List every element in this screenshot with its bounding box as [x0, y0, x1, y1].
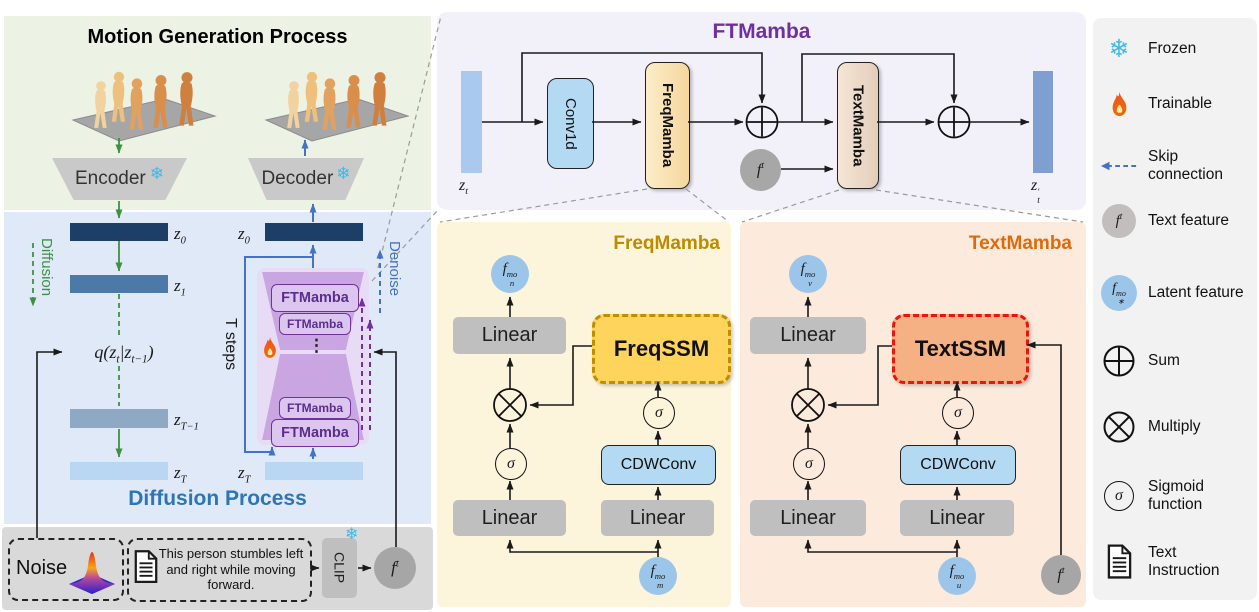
flame-icon [264, 337, 276, 358]
conv1d-block: Conv1d [547, 78, 594, 169]
legend-item-sum: Sum [1100, 344, 1252, 378]
sigmoid-icon: σ [1100, 481, 1138, 511]
motion-title: Motion Generation Process [87, 26, 348, 48]
zt-output-label: z′t [1031, 177, 1040, 207]
text-instruction-icon [134, 550, 158, 583]
encoder-block: Encoder ❄ [52, 158, 187, 200]
skip-connection-arrow-icon [1100, 160, 1138, 172]
stack-ellipsis: ⋮ [308, 336, 325, 355]
diffusion-title: Diffusion Process [128, 487, 307, 510]
freqmamba-title: FreqMamba [613, 233, 720, 254]
t-steps-label: T steps [222, 318, 239, 371]
text-instruction-icon [1100, 544, 1138, 580]
snowflake-icon: ❄ [336, 164, 351, 183]
z0-right-label: z0 [238, 224, 250, 247]
multiply-icon [1100, 410, 1138, 444]
zt-input-bar [461, 71, 482, 173]
zT-left-label: zT [174, 463, 187, 486]
noise-box [8, 538, 124, 601]
snowflake-icon: ❄ [1108, 35, 1130, 63]
motion-scene-generated [264, 71, 410, 142]
z1-bar [70, 275, 168, 293]
diffusion-arrow-label: Diffusion [38, 238, 55, 297]
zT-bar-left [70, 462, 168, 480]
zt-output-bar [1033, 71, 1053, 173]
legend-item-frozen: ❄ Frozen [1100, 34, 1252, 64]
z0-bar-right [265, 223, 363, 241]
ftmamba-stack-block-4: FTMamba [271, 419, 359, 447]
ftmamba-stack-block-3: FTMamba [279, 397, 351, 419]
zT1-label: zT−1 [174, 410, 199, 433]
freqmamba-panel [437, 222, 731, 607]
textmamba-title: TextMamba [968, 233, 1072, 254]
text-sigmoid-left: σ [793, 448, 825, 480]
snowflake-icon: ❄ [149, 164, 165, 183]
freq-cdwconv-block: CDWConv [601, 445, 716, 485]
ftmamba-stack-block-1: FTMamba [271, 284, 359, 312]
text-feature-circle-icon: ft [1100, 204, 1138, 238]
text-sigmoid-right: σ [942, 397, 974, 429]
text-feature-circle-ftmamba: ft [740, 149, 781, 191]
snowflake-icon: ❄ [345, 526, 359, 543]
q-distribution-label: q(zt|zt−1) [70, 342, 178, 366]
legend-item-sigmoid: σ Sigmoid function [1100, 478, 1252, 514]
zT-bar-right [265, 462, 363, 480]
denoise-arrow-label: Denoise [386, 241, 403, 297]
decoder-label: Decoder [261, 168, 334, 189]
z1-label: z1 [174, 276, 186, 299]
textssm-block: TextSSM [892, 314, 1029, 384]
legend-item-skip-connection: Skip connection [1100, 148, 1252, 184]
freq-sigmoid-right: σ [643, 397, 675, 429]
freqssm-block: FreqSSM [592, 314, 731, 384]
z0-left-label: z0 [174, 224, 186, 247]
encoder-label: Encoder [74, 168, 146, 189]
text-linear-bottom-left: Linear [750, 500, 866, 536]
clip-block: CLIP [322, 538, 357, 598]
ftmamba-title: FTMamba [712, 20, 811, 43]
z0-bar-left [70, 223, 168, 241]
legend-item-text-instruction: Text Instruction [1100, 544, 1252, 580]
noise-gaussian-image [69, 552, 115, 594]
freq-linear-bottom-left: Linear [453, 500, 566, 536]
freq-sigmoid-left: σ [495, 448, 527, 480]
freq-linear-top: Linear [453, 317, 566, 354]
flame-icon [1100, 90, 1138, 118]
noise-label: Noise [16, 557, 68, 579]
zT1-bar [70, 409, 168, 428]
legend-item-multiply: Multiply [1100, 410, 1252, 444]
text-feature-circle: ft [374, 547, 416, 589]
text-linear-top: Linear [750, 317, 866, 354]
textmamba-block: TextMamba [837, 62, 879, 189]
zT-right-label: zT [238, 463, 251, 486]
text-linear-bottom-right: Linear [900, 500, 1014, 536]
text-feature-circle-textmamba: ft [1041, 555, 1081, 595]
decoder-block: Decoder ❄ [248, 158, 364, 200]
ftmamba-stack-block-2: FTMamba [279, 313, 351, 335]
sum-icon [1100, 344, 1138, 378]
legend-item-trainable: Trainable [1100, 90, 1252, 118]
freq-linear-bottom-right: Linear [601, 500, 714, 536]
instruction-text: This person stumbles left and right whil… [158, 546, 304, 592]
freqmamba-block: FreqMamba [645, 62, 690, 189]
text-cdwconv-block: CDWConv [900, 445, 1016, 485]
legend-item-text-feature: ft Text feature [1100, 204, 1252, 238]
zt-input-label: zt [459, 177, 468, 198]
motion-scene-source [71, 71, 217, 142]
